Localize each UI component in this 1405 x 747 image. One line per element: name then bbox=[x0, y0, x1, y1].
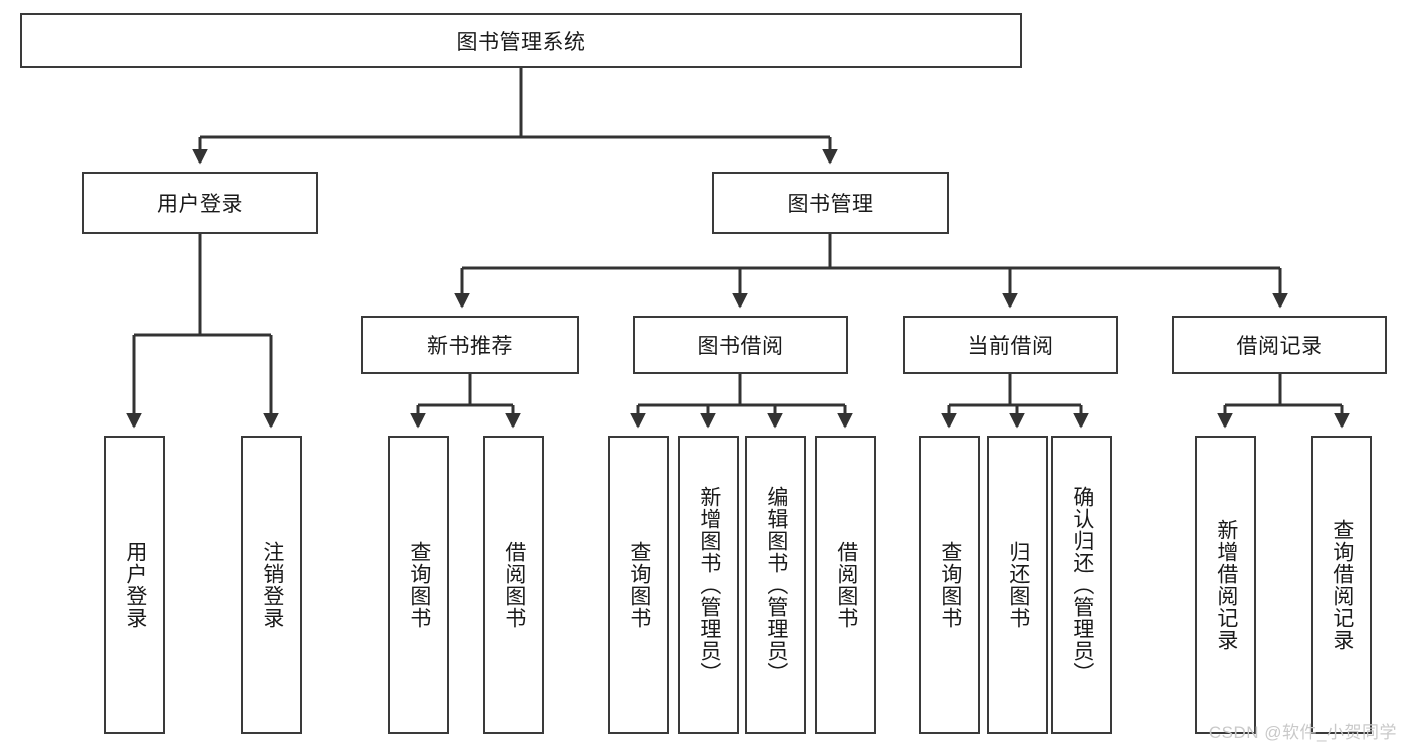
leaf-new-book-2-label: 借阅图书 bbox=[502, 541, 526, 629]
node-new-book-recommend[interactable]: 新书推荐 bbox=[361, 316, 579, 374]
leaf-new-book-1-label: 查询图书 bbox=[407, 541, 431, 629]
leaf-current-borrow-2[interactable]: 归还图书 bbox=[987, 436, 1048, 734]
leaf-current-borrow-1-label: 查询图书 bbox=[938, 541, 962, 629]
leaf-borrow-record-2[interactable]: 查询借阅记录 bbox=[1311, 436, 1372, 734]
node-root[interactable]: 图书管理系统 bbox=[20, 13, 1022, 68]
leaf-new-book-2[interactable]: 借阅图书 bbox=[483, 436, 544, 734]
node-book-manage-label: 图书管理 bbox=[787, 193, 874, 216]
node-root-label: 图书管理系统 bbox=[456, 30, 586, 54]
leaf-borrow-record-2-label: 查询借阅记录 bbox=[1330, 519, 1354, 651]
node-borrow-record-label: 借阅记录 bbox=[1236, 335, 1323, 358]
leaf-user-login-1[interactable]: 用户登录 bbox=[104, 436, 165, 734]
leaf-current-borrow-1[interactable]: 查询图书 bbox=[919, 436, 980, 734]
leaf-current-borrow-2-label: 归还图书 bbox=[1006, 541, 1030, 629]
node-user-login[interactable]: 用户登录 bbox=[82, 172, 318, 234]
node-user-login-label: 用户登录 bbox=[157, 193, 243, 216]
leaf-book-borrow-4-label: 借阅图书 bbox=[834, 541, 858, 629]
leaf-user-login-2[interactable]: 注销登录 bbox=[241, 436, 302, 734]
leaf-book-borrow-3-label: 编辑图书（管理员） bbox=[764, 486, 788, 684]
leaf-book-borrow-2[interactable]: 新增图书（管理员） bbox=[678, 436, 739, 734]
leaf-book-borrow-2-label: 新增图书（管理员） bbox=[697, 486, 721, 684]
leaf-current-borrow-3[interactable]: 确认归还（管理员） bbox=[1051, 436, 1112, 734]
leaf-current-borrow-3-label: 确认归还（管理员） bbox=[1070, 486, 1094, 684]
node-new-book-recommend-label: 新书推荐 bbox=[427, 335, 513, 358]
leaf-borrow-record-1[interactable]: 新增借阅记录 bbox=[1195, 436, 1256, 734]
leaf-book-borrow-1[interactable]: 查询图书 bbox=[608, 436, 669, 734]
node-borrow-record[interactable]: 借阅记录 bbox=[1172, 316, 1387, 374]
leaf-user-login-1-label: 用户登录 bbox=[123, 541, 147, 629]
leaf-user-login-2-label: 注销登录 bbox=[260, 541, 284, 629]
csdn-watermark: CSDN @软件_小贺同学 bbox=[1208, 723, 1397, 742]
node-current-borrow-label: 当前借阅 bbox=[967, 335, 1054, 358]
leaf-book-borrow-4[interactable]: 借阅图书 bbox=[815, 436, 876, 734]
node-book-manage[interactable]: 图书管理 bbox=[712, 172, 949, 234]
node-current-borrow[interactable]: 当前借阅 bbox=[903, 316, 1118, 374]
leaf-book-borrow-3[interactable]: 编辑图书（管理员） bbox=[745, 436, 806, 734]
node-book-borrow-label: 图书借阅 bbox=[697, 335, 784, 358]
leaf-new-book-1[interactable]: 查询图书 bbox=[388, 436, 449, 734]
leaf-borrow-record-1-label: 新增借阅记录 bbox=[1214, 519, 1238, 651]
node-book-borrow[interactable]: 图书借阅 bbox=[633, 316, 848, 374]
leaf-book-borrow-1-label: 查询图书 bbox=[627, 541, 651, 629]
